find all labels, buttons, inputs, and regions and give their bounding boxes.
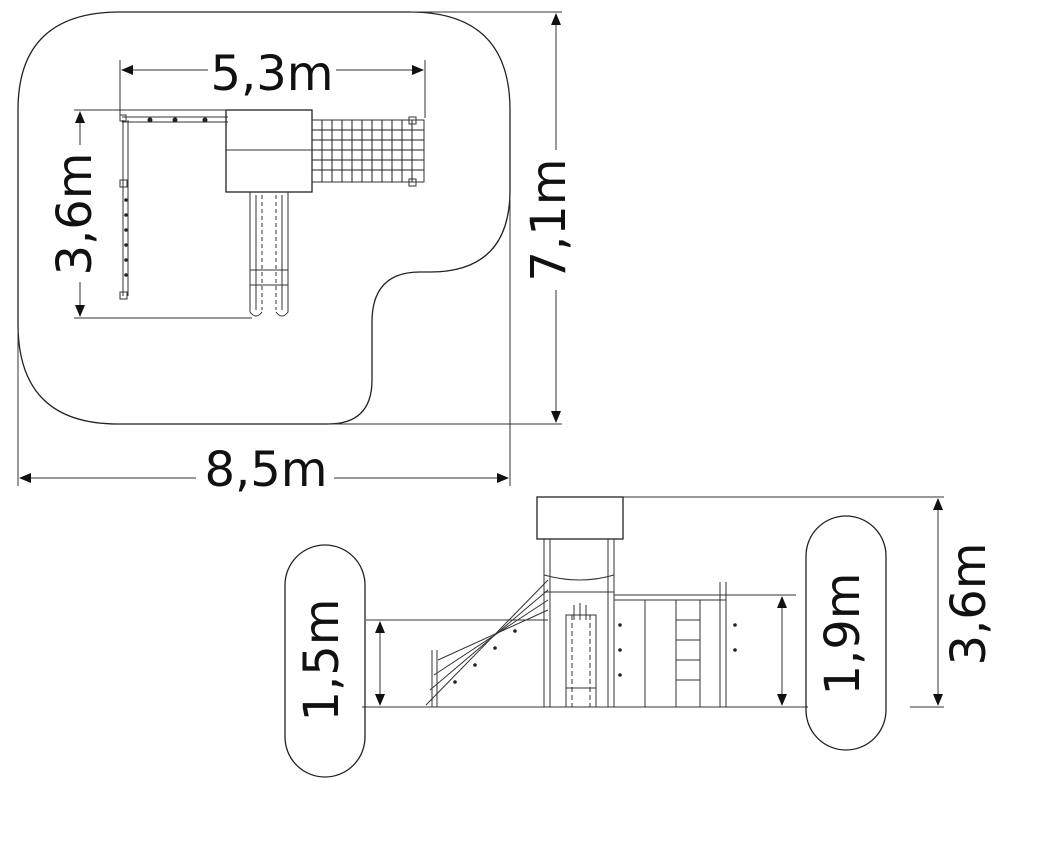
depth-dimension: 3,6m bbox=[47, 109, 252, 319]
tower-posts bbox=[543, 539, 615, 707]
total-height-dimension: 3,6m bbox=[623, 496, 997, 708]
right-height-dimension: 1,9m bbox=[726, 515, 887, 751]
depth-label: 3,6m bbox=[47, 152, 103, 275]
net-bridge bbox=[311, 116, 425, 187]
tower-platform bbox=[225, 109, 313, 193]
right-height-label: 1,9m bbox=[815, 572, 871, 695]
zone-height-label: 7,1m bbox=[521, 158, 577, 281]
tower-roof bbox=[536, 496, 624, 540]
width-dimension: 5,3m bbox=[119, 46, 426, 118]
left-climbing-bar bbox=[119, 120, 129, 300]
slide-front bbox=[565, 603, 597, 708]
zone-width-label: 8,5m bbox=[204, 442, 327, 498]
safety-zone-outline bbox=[17, 11, 511, 425]
zone-width-dimension: 8,5m bbox=[17, 200, 511, 498]
zone-height-dimension: 7,1m bbox=[328, 11, 577, 425]
slide bbox=[249, 192, 289, 317]
left-height-dimension: 1,5m bbox=[284, 544, 548, 778]
left-height-label: 1,5m bbox=[294, 598, 350, 721]
total-height-label: 3,6m bbox=[941, 542, 997, 665]
elevation-view: 1,5m 1,9m 3,6m bbox=[284, 496, 997, 778]
climbing-frame bbox=[614, 582, 737, 707]
width-label: 5,3m bbox=[210, 46, 333, 102]
plan-view: 5,3m 3,6m 7,1m 8,5m bbox=[17, 11, 577, 498]
stair-ramp bbox=[425, 579, 549, 707]
top-rail bbox=[119, 114, 228, 123]
left-height-pill bbox=[284, 544, 366, 778]
right-height-pill bbox=[805, 515, 887, 751]
